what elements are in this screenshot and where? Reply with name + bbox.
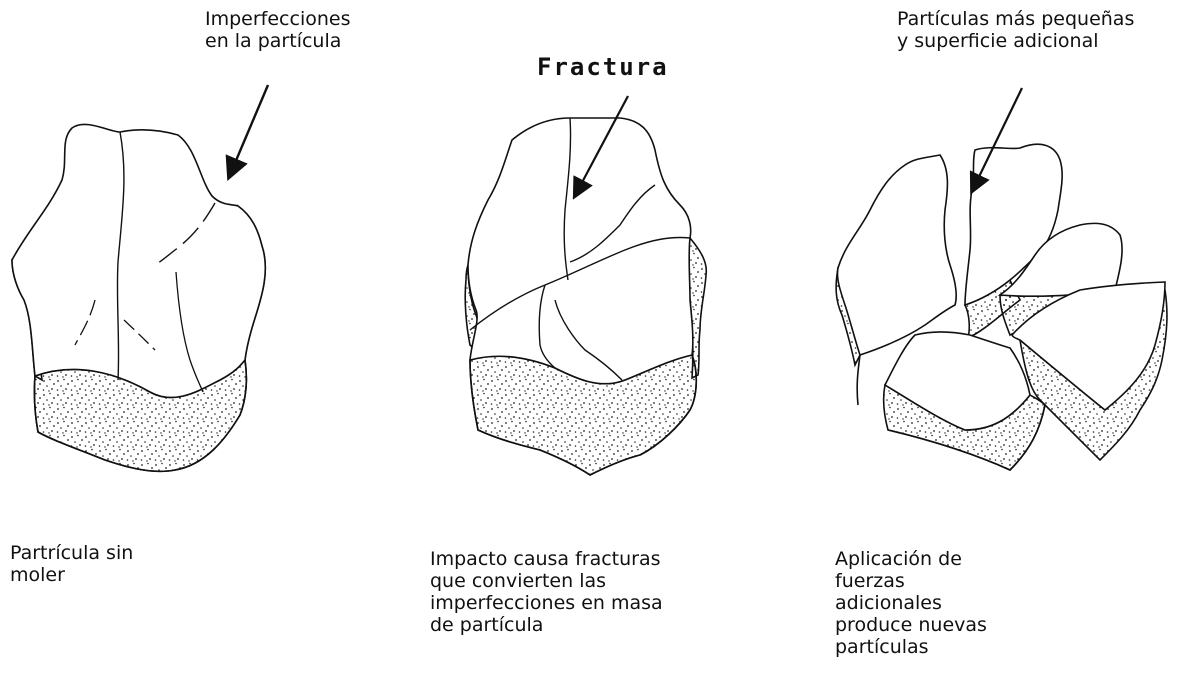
particle-fractured-top-face <box>468 118 693 384</box>
label-smaller-particles: Partículas más pequeñas y superficie adi… <box>897 8 1134 52</box>
label-fracture: Fractura <box>537 56 669 78</box>
label-imperfections: Imperfecciones en la partícula <box>205 8 350 52</box>
particle-unground-top-face <box>12 124 265 397</box>
particle-fragments <box>836 144 1167 470</box>
caption-forces: Aplicación de fuerzas adicionales produc… <box>835 548 987 658</box>
caption-unground: Partrícula sin moler <box>10 542 133 586</box>
caption-impact: Impacto causa fracturas que convierten l… <box>430 548 663 636</box>
particle-fractured <box>465 118 706 475</box>
imperfection-pointer-arrow <box>232 85 268 170</box>
particle-unground <box>12 124 265 471</box>
fragment-left <box>837 155 956 355</box>
